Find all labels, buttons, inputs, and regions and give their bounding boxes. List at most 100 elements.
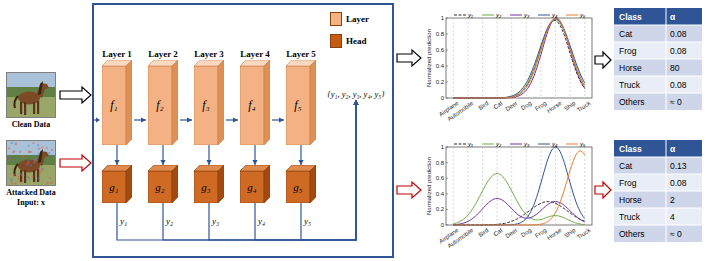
grid-line xyxy=(511,18,512,98)
connector xyxy=(60,155,91,171)
class-label: Dog xyxy=(520,227,532,238)
hollow-arrow xyxy=(595,182,611,198)
layer-label: Layer 1 xyxy=(100,48,134,60)
legend-line xyxy=(538,15,550,16)
layer-block: f₅ xyxy=(286,60,316,145)
prediction-curve xyxy=(453,19,584,98)
layer-label: Layer 3 xyxy=(192,48,226,60)
arrowhead xyxy=(160,160,165,165)
legend-text: y₁ xyxy=(468,141,473,147)
grid-line xyxy=(584,147,585,225)
connector xyxy=(209,100,359,240)
noise-dot xyxy=(38,153,40,155)
class-label: Horse xyxy=(545,100,562,114)
arrowhead xyxy=(206,160,211,165)
noise-dot xyxy=(30,165,32,167)
head-function: g₃ xyxy=(194,171,218,203)
image-caption: Clean Data xyxy=(3,120,59,130)
table-rule xyxy=(614,208,702,209)
tick-mark xyxy=(446,193,448,194)
legend-line xyxy=(538,144,550,145)
noise-dot xyxy=(7,156,9,158)
noise-dot xyxy=(28,160,30,162)
head-node: g₂ xyxy=(148,165,178,203)
grid-line xyxy=(467,18,468,98)
table-row xyxy=(614,76,702,93)
legend-line xyxy=(566,144,578,145)
block-side xyxy=(310,60,316,145)
table-cell: 80 xyxy=(670,63,679,72)
tick-label: 0 xyxy=(441,222,444,228)
tick-mark xyxy=(446,18,448,19)
prediction-curve xyxy=(453,199,584,225)
tick-label: 1 xyxy=(441,144,444,150)
block-front xyxy=(194,66,218,145)
input-label: Input: x xyxy=(3,198,59,208)
table-row xyxy=(614,174,702,191)
noise-dot xyxy=(19,181,21,183)
tick-label: 0.8 xyxy=(436,160,444,166)
input-image xyxy=(6,72,56,118)
picture-part xyxy=(14,96,18,108)
output-set: {y₁, y₂, y₃, y₄, y₅} xyxy=(321,88,391,100)
table-cell: Cat xyxy=(619,161,632,170)
noise-dot xyxy=(9,158,11,160)
legend-line xyxy=(482,15,494,16)
table-cell: 4 xyxy=(670,212,675,221)
class-label: Cat xyxy=(492,100,503,110)
tick-mark xyxy=(446,162,448,163)
head-node: g₃ xyxy=(194,165,224,203)
noise-dot xyxy=(12,151,14,153)
legend-line xyxy=(510,144,522,145)
layer-block: f₂ xyxy=(148,60,178,145)
legend-line xyxy=(454,15,466,16)
legend-line-sample xyxy=(454,141,466,147)
grid-line xyxy=(453,18,454,98)
block-front xyxy=(102,171,126,203)
grid-line xyxy=(540,147,541,225)
axis-title: Normalized prediction xyxy=(426,157,432,215)
picture-part xyxy=(24,102,26,115)
noise-dot xyxy=(42,168,44,170)
table-row xyxy=(614,42,702,59)
block-front xyxy=(240,171,264,203)
block-side xyxy=(172,60,178,145)
edge-label: y₃ xyxy=(211,217,220,226)
plot-frame xyxy=(446,18,592,98)
grid-line xyxy=(482,147,483,225)
legend-item: y₃ xyxy=(510,135,529,151)
edge-label: y₄ xyxy=(257,217,266,226)
legend-item: y₁ xyxy=(454,135,473,151)
legend-text: Head xyxy=(346,36,367,46)
legend-swatch xyxy=(330,12,342,26)
legend-text: y₂ xyxy=(496,141,501,147)
legend-item: y₄ xyxy=(538,135,557,151)
arrowhead xyxy=(353,100,358,105)
layer-node: Layer 3f₃ xyxy=(192,48,226,145)
plot-frames xyxy=(446,18,592,225)
block-side xyxy=(126,60,132,145)
legend-line-sample xyxy=(482,12,494,18)
class-label: Dog xyxy=(520,100,532,111)
tick-mark xyxy=(446,66,448,67)
set-node: {y₁, y₂, y₃, y₄, y₅} xyxy=(321,88,391,100)
layer-node: Layer 1f₁ xyxy=(100,48,134,145)
input-image xyxy=(6,140,56,186)
class-label: Truck xyxy=(576,227,592,240)
picture-part xyxy=(36,151,49,166)
prediction-curve xyxy=(453,147,584,225)
table-cell: ≈ 0 xyxy=(670,229,682,238)
grid-line xyxy=(526,147,527,225)
picture-part xyxy=(33,102,35,114)
grid-line xyxy=(497,147,498,225)
arrowhead xyxy=(187,117,192,122)
tick-mark xyxy=(446,82,448,83)
table-rule xyxy=(614,174,702,175)
table-cell: Others xyxy=(619,229,645,238)
head-function: g₄ xyxy=(240,171,264,203)
noise-dot xyxy=(38,148,40,150)
arrowhead xyxy=(298,160,303,165)
hollow-arrow xyxy=(60,87,91,103)
legend-line-sample xyxy=(482,141,494,147)
